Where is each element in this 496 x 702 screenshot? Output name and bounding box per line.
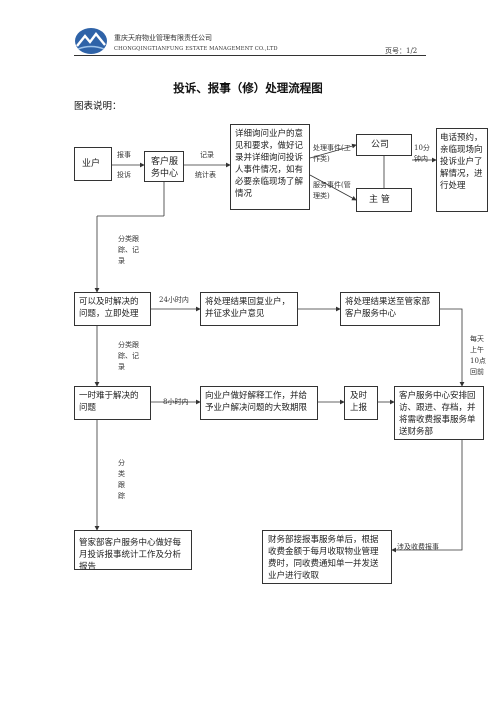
node-service-center: 客户服务中心 bbox=[144, 151, 184, 182]
label-record: 记录 bbox=[200, 151, 214, 159]
company-name-en: CHONGQINGTIANFUNG ESTATE MANAGEMENT CO.,… bbox=[114, 46, 278, 52]
node-detail: 详细询问业户的意见和要求，做好记录并详细询问投诉人事件情况，如有必要亲临现场了解… bbox=[230, 124, 310, 210]
page-title: 投诉、报事（修）处理流程图 bbox=[173, 81, 323, 95]
node-arrange: 客户服务中心安排回访、跟进、存档，并将需收费报事服务单送财务部 bbox=[394, 386, 484, 440]
node-company: 公司 bbox=[356, 134, 412, 156]
label-24h: 24小时内 bbox=[159, 296, 189, 304]
edge-arrange-finance bbox=[391, 440, 463, 553]
label-report-repair: 报事 bbox=[117, 151, 131, 159]
node-explain-owner: 向业户做好解释工作，并给予业户解决问题的大致期限 bbox=[200, 386, 318, 420]
node-quick-fix: 可以及时解决的问题，立即处理 bbox=[74, 292, 151, 326]
edge-detail-supervisor bbox=[309, 174, 357, 201]
chart-legend-caption: 图表说明： bbox=[74, 101, 122, 112]
label-classify-track: 分类跟踪 bbox=[118, 459, 125, 500]
page-number: 页号：1/2 bbox=[385, 47, 418, 55]
company-logo bbox=[74, 26, 108, 56]
label-handle-event: 处理事件(工作类) bbox=[313, 144, 351, 163]
company-name-cn: 重庆天府物业管理有限责任公司 bbox=[114, 34, 212, 42]
label-charge-items: 涉及收费报事 bbox=[397, 543, 439, 551]
node-phone-reply: 电话预约，亲临现场向投诉业户了解情况，进行处理 bbox=[436, 128, 488, 212]
node-reply-owner: 将处理结果回复业户，并征求业户意见 bbox=[200, 292, 298, 326]
node-finance: 财务部接报事服务单后，根据收费金额于每月收取物业管理费时，同收费通知单一并发送业… bbox=[262, 530, 392, 584]
label-8h: 8小时内 bbox=[163, 398, 189, 406]
node-supervisor: 主 管 bbox=[356, 188, 412, 212]
edge-send-arrange bbox=[440, 308, 465, 387]
label-classify-track-record-1: 分类跟踪、记录 bbox=[118, 235, 139, 265]
label-stat-table: 统计表 bbox=[195, 171, 216, 179]
header-rule bbox=[74, 55, 426, 56]
label-service-event: 服务事件(管理类) bbox=[313, 181, 351, 200]
node-owner: 业户 bbox=[74, 147, 112, 181]
edge-detail-company bbox=[309, 143, 357, 159]
label-ten-min: 10分钟内 bbox=[414, 144, 430, 163]
label-classify-track-record-2: 分类跟踪、记录 bbox=[118, 341, 139, 371]
label-daily-10am: 每天上午10点回前 bbox=[470, 335, 486, 376]
node-send-result: 将处理结果送至管家部客户服务中心 bbox=[340, 292, 440, 326]
label-complaint: 投诉 bbox=[117, 171, 131, 179]
node-monthly-report: 管家部客户服务中心做好每月投诉报事统计工作及分析报告 bbox=[74, 530, 192, 570]
node-report: 及时上报 bbox=[344, 386, 378, 420]
node-hard-issue: 一时难于解决的问题 bbox=[74, 386, 151, 420]
